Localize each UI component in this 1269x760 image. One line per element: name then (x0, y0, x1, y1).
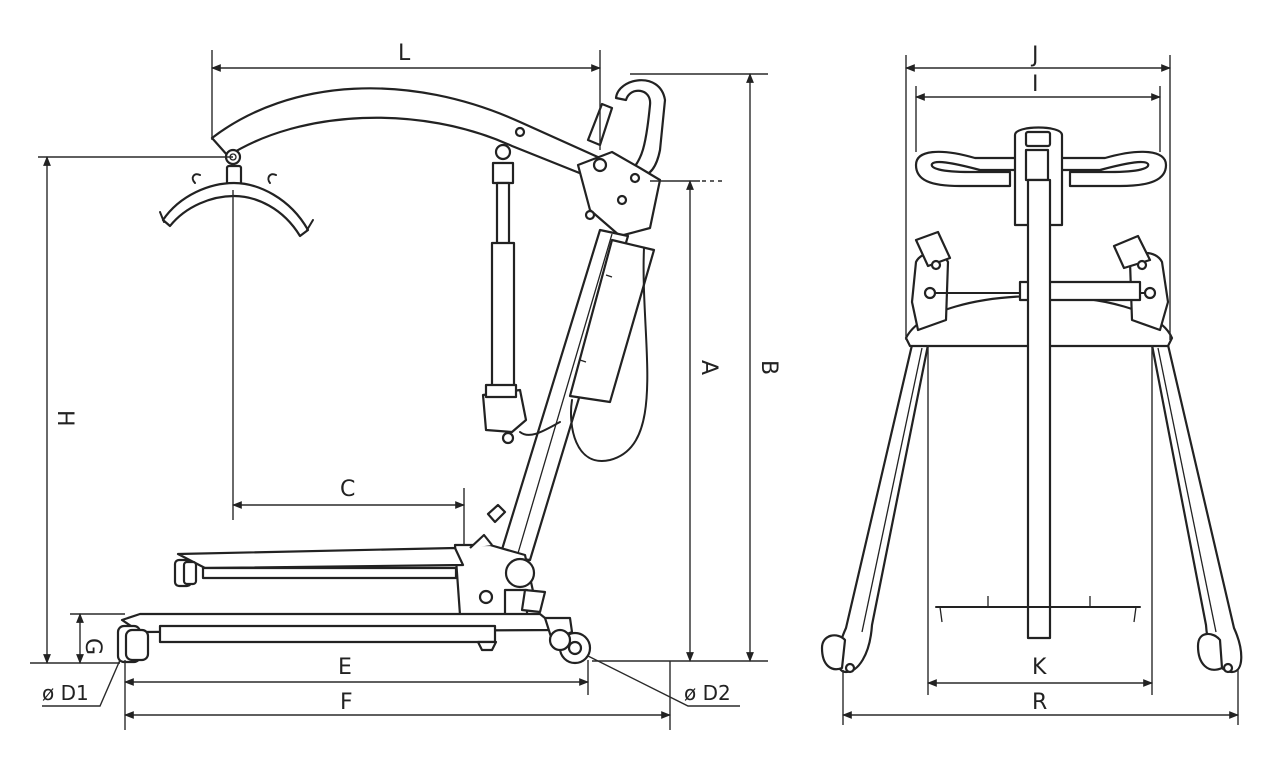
dim-label-E: E (338, 655, 352, 680)
dim-label-A: A (696, 360, 721, 375)
boom-arm (210, 87, 602, 180)
front-view (820, 126, 1243, 674)
actuator (481, 143, 528, 445)
dim-label-R: R (1032, 690, 1047, 715)
dim-label-D2: ø D2 (684, 681, 731, 705)
rear-caster (543, 616, 592, 665)
front-caster (116, 624, 150, 664)
leg-far (173, 546, 465, 588)
side-view-dimensions: L H G C A B E F (30, 41, 781, 730)
spreader-bar (159, 164, 314, 238)
dim-label-B: B (756, 360, 781, 375)
dim-label-F: F (340, 690, 353, 715)
dim-label-J: J (1030, 43, 1039, 68)
dim-label-H: H (52, 410, 77, 427)
dim-label-C: C (340, 477, 355, 502)
dim-label-K: K (1032, 655, 1047, 680)
front-mast (1026, 178, 1052, 640)
dim-label-G: G (80, 638, 105, 655)
dim-label-D1: ø D1 (42, 681, 89, 705)
front-view-dimensions: J I K R (842, 43, 1239, 725)
base-chassis (453, 503, 537, 618)
side-view (116, 79, 667, 665)
leg-near (120, 612, 562, 652)
control-box (568, 238, 656, 404)
dim-label-I: I (1032, 72, 1039, 97)
dim-label-L: L (398, 41, 411, 66)
